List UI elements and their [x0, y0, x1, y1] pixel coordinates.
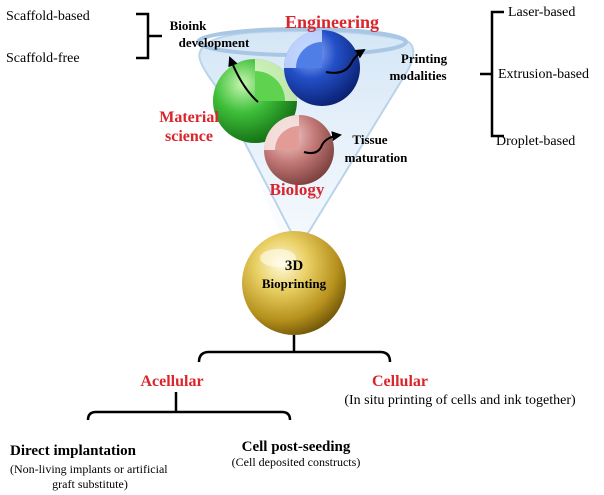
- printing-label-line1: Printing: [401, 51, 448, 66]
- bioink-label-line1: Bioink: [170, 18, 208, 33]
- direct-implantation-sub1: (Non-living implants or artificial: [10, 462, 168, 476]
- lower-tree-lines: [86, 335, 392, 421]
- bioprinting-sphere: [242, 231, 346, 335]
- material-science-sphere: [213, 59, 297, 143]
- biology-sphere: [264, 115, 334, 185]
- engineering-label: Engineering: [285, 12, 379, 32]
- sphere-arrows: [228, 48, 366, 155]
- material-science-label-line1: Material: [159, 109, 219, 126]
- bioink-label-line2: development: [179, 35, 250, 50]
- cellular-description: (In situ printing of cells and ink toget…: [344, 393, 576, 408]
- left-bracket: [136, 12, 162, 60]
- tissue-label-line1: Tissue: [352, 132, 387, 147]
- material-science-label-line2: science: [165, 128, 213, 145]
- acellular-label: Acellular: [140, 373, 203, 390]
- droplet-based-label: Droplet-based: [496, 134, 575, 149]
- laser-based-label: Laser-based: [508, 5, 575, 20]
- tissue-label-line2: maturation: [345, 150, 409, 165]
- cell-post-seeding-sub: (Cell deposited constructs): [232, 455, 361, 469]
- direct-implantation-sub2: graft substitute): [52, 477, 128, 491]
- bioprinting-title-line1: 3D: [285, 258, 304, 274]
- biology-label: Biology: [270, 180, 325, 199]
- scaffold-free-label: Scaffold-free: [6, 51, 80, 66]
- right-bracket: [480, 10, 504, 138]
- direct-implantation-title: Direct implantation: [10, 443, 137, 459]
- printing-label-line2: modalities: [389, 68, 446, 83]
- cellular-label: Cellular: [372, 373, 428, 390]
- engineering-sphere: [284, 30, 360, 106]
- cell-post-seeding-title: Cell post-seeding: [242, 439, 351, 455]
- bioprinting-title-line2: Bioprinting: [262, 276, 327, 291]
- extrusion-based-label: Extrusion-based: [498, 67, 589, 82]
- scaffold-based-label: Scaffold-based: [6, 9, 90, 24]
